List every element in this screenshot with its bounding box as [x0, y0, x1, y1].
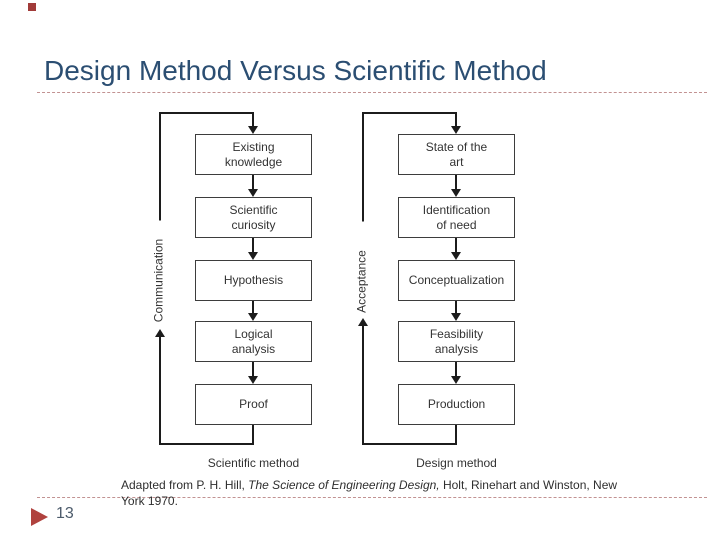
box-line: Identification: [422, 202, 491, 217]
arrow-down-icon: [248, 313, 258, 321]
left-feedback-lower-line: [159, 337, 161, 445]
right-connector-line: [455, 238, 457, 254]
citation-line2: York 1970.: [121, 494, 178, 508]
flow-box-conceptualization: Conceptualization: [398, 260, 515, 301]
page-marker-triangle-icon: [31, 508, 48, 526]
flow-box-feasibility-analysis: Feasibility analysis: [398, 321, 515, 362]
arrow-down-icon: [451, 126, 461, 134]
right-feedback-bottom-line: [362, 443, 457, 445]
arrow-down-icon: [451, 376, 461, 384]
right-connector-line: [455, 112, 457, 128]
left-connector-line: [252, 238, 254, 254]
left-chart-caption: Scientific method: [207, 456, 300, 470]
citation-pre: Adapted from P. H. Hill,: [121, 478, 249, 492]
citation-book-title: The Science of Engineering Design,: [248, 478, 440, 492]
left-feedback-upper-line: [159, 112, 161, 225]
right-feedback-lower-line: [362, 326, 364, 445]
flow-box-existing-knowledge: Existing knowledge: [195, 134, 312, 175]
citation-post: Holt, Rinehart and Winston, New: [439, 478, 618, 492]
arrow-down-icon: [248, 189, 258, 197]
right-connector-line: [455, 175, 457, 191]
right-connector-line: [455, 301, 457, 315]
box-line: Conceptualization: [408, 273, 505, 287]
arrow-down-icon: [248, 126, 258, 134]
flow-box-state-of-the-art: State of the art: [398, 134, 515, 175]
right-feedback-upper-line: [362, 112, 364, 238]
arrow-down-icon: [451, 189, 461, 197]
arrow-down-icon: [248, 252, 258, 260]
right-chart-caption: Design method: [416, 456, 497, 470]
footer-divider: [37, 497, 707, 498]
box-line: curiosity: [231, 217, 276, 232]
box-line: analysis: [434, 341, 479, 356]
right-connector-line: [455, 362, 457, 378]
box-line: Scientific: [229, 202, 278, 217]
left-feedback-stub-line: [252, 425, 254, 445]
box-line: analysis: [231, 341, 276, 356]
flow-box-production: Production: [398, 384, 515, 425]
left-feedback-label: Communication: [151, 220, 169, 341]
flow-box-identification-of-need: Identification of need: [398, 197, 515, 238]
left-connector-line: [252, 112, 254, 128]
right-feedback-top-line: [362, 112, 457, 114]
left-feedback-top-line: [159, 112, 254, 114]
flow-box-hypothesis: Hypothesis: [195, 260, 312, 301]
box-line: Hypothesis: [223, 273, 284, 287]
arrow-up-icon: [155, 329, 165, 337]
box-line: Feasibility: [429, 326, 484, 341]
box-line: Logical: [234, 326, 273, 341]
arrow-down-icon: [451, 252, 461, 260]
left-connector-line: [252, 301, 254, 315]
left-connector-line: [252, 175, 254, 191]
box-line: Existing: [232, 139, 275, 154]
box-line: State of the: [425, 139, 488, 154]
box-line: knowledge: [224, 154, 283, 169]
slide-title: Design Method Versus Scientific Method: [44, 55, 547, 86]
citation-text: Adapted from P. H. Hill, The Science of …: [121, 477, 720, 509]
arrow-up-icon: [358, 318, 368, 326]
title-divider: [37, 92, 707, 93]
arrow-down-icon: [248, 376, 258, 384]
right-feedback-stub-line: [455, 425, 457, 445]
box-line: Production: [427, 397, 486, 411]
page-number: 13: [56, 505, 74, 522]
left-connector-line: [252, 362, 254, 378]
box-line: art: [449, 154, 464, 169]
arrow-down-icon: [451, 313, 461, 321]
flow-box-proof: Proof: [195, 384, 312, 425]
accent-square-icon: [28, 3, 36, 11]
box-line: of need: [436, 217, 477, 232]
flow-box-logical-analysis: Logical analysis: [195, 321, 312, 362]
flow-box-scientific-curiosity: Scientific curiosity: [195, 197, 312, 238]
left-feedback-bottom-line: [159, 443, 254, 445]
box-line: Proof: [239, 397, 268, 411]
